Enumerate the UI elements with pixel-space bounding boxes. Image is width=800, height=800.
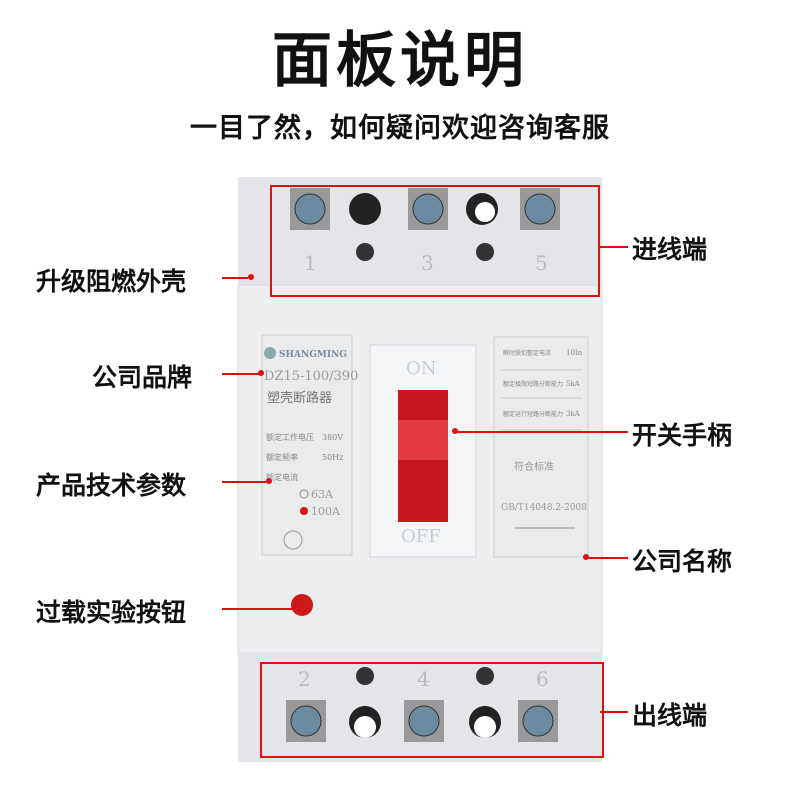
current-option-0: 63A (311, 488, 334, 501)
label-switch-handle: 开关手柄 (632, 421, 733, 450)
spec-value-1: 50Hz (322, 453, 343, 462)
right-spec-2: 额定运行短路分断能力 (503, 410, 563, 418)
page-title: 面板说明 (272, 26, 528, 96)
model-text: DZ15-100/390 (264, 369, 358, 384)
label-outgoing-terminal: 出线端 (632, 701, 708, 730)
label-flame-retardant-shell: 升级阻燃外壳 (36, 267, 187, 296)
label-company-brand: 公司品牌 (92, 363, 193, 392)
terminal-number-5: 5 (535, 251, 548, 275)
overload-test-button-shape (291, 594, 313, 616)
top-screws (290, 188, 560, 261)
page-subtitle: 一目了然，如何疑问欢迎咨询客服 (190, 113, 610, 144)
outgoing-terminal-highlight (260, 662, 604, 758)
on-label: ON (406, 358, 437, 379)
label-product-params: 产品技术参数 (36, 471, 187, 500)
type-name-text: 塑壳断路器 (267, 390, 332, 406)
right-value-2: 3kA (566, 410, 581, 418)
label-overload-test-button: 过载实验按钮 (36, 598, 187, 627)
spec-line-1: 额定频率 (266, 452, 298, 462)
right-value-1: 5kA (566, 380, 581, 388)
spec-value-0: 380V (322, 433, 343, 442)
spec-line-2: 额定电流 (266, 472, 298, 482)
terminal-number-6: 6 (536, 667, 549, 691)
bottom-screws (286, 667, 558, 742)
label-incoming-terminal: 进线端 (632, 235, 708, 264)
right-value-0: 10In (566, 349, 583, 357)
standard-text: GB/T14048.2-2008 (501, 503, 587, 513)
right-spec-1: 额定极限短路分断能力 (503, 380, 563, 388)
terminal-number-4: 4 (417, 667, 430, 691)
off-label: OFF (401, 526, 441, 547)
right-spec-0: 瞬时脱扣整定电流 (503, 349, 551, 357)
spec-line-0: 额定工作电压 (266, 432, 314, 442)
current-option-1: 100A (311, 505, 341, 518)
standard-title: 符合标准 (514, 460, 554, 473)
incoming-terminal-highlight (270, 185, 600, 297)
terminal-number-1: 1 (304, 251, 317, 275)
brand-logo-text: SHANGMING (279, 350, 347, 360)
terminal-number-3: 3 (421, 251, 434, 275)
label-company-name: 公司名称 (632, 547, 733, 576)
terminal-number-2: 2 (298, 667, 311, 691)
